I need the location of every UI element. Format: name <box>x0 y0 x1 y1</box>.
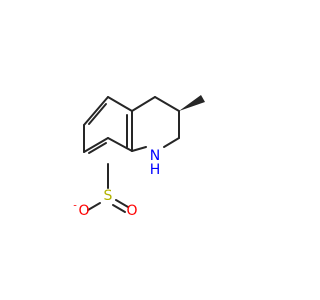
nitrogen-hydrogen-label: H <box>150 162 161 178</box>
bond-s-o-double-a <box>115 199 129 208</box>
inner-bond-c6-c5 <box>88 103 107 125</box>
benzene-ring <box>83 96 133 153</box>
ring-bond-c4-c3 <box>154 96 180 112</box>
oxygen-negative-charge: - <box>73 201 77 212</box>
ring-bond-c5-c4a <box>107 96 133 112</box>
inner-bond-c8-c7 <box>88 142 107 154</box>
sulfur-atom-label: S <box>104 188 113 204</box>
bond-s-o-single <box>87 202 101 211</box>
nitrogen-atom-label: N <box>150 148 160 164</box>
ring-bond-c6-c5 <box>83 96 109 126</box>
double-bond-oxygen-atom-label: O <box>126 203 137 219</box>
bond-s-o-double-b <box>112 204 126 213</box>
ring-bond-c4a-c4 <box>131 96 156 112</box>
sulfinate-group <box>87 163 129 213</box>
ring-bond-n1-c8a <box>131 146 147 152</box>
ring-bond-c8-c7 <box>83 137 109 153</box>
molecule-structure-diagram: N H S O - O <box>73 95 205 219</box>
saturated-ring <box>131 96 180 152</box>
stereo-wedge-bond <box>179 95 205 111</box>
ring-bond-c2-n1 <box>163 137 180 148</box>
aromatic-inner-bonds <box>88 103 128 154</box>
oxide-oxygen-atom-label: O <box>78 203 89 219</box>
ring-bond-c8a-c8 <box>107 137 133 152</box>
